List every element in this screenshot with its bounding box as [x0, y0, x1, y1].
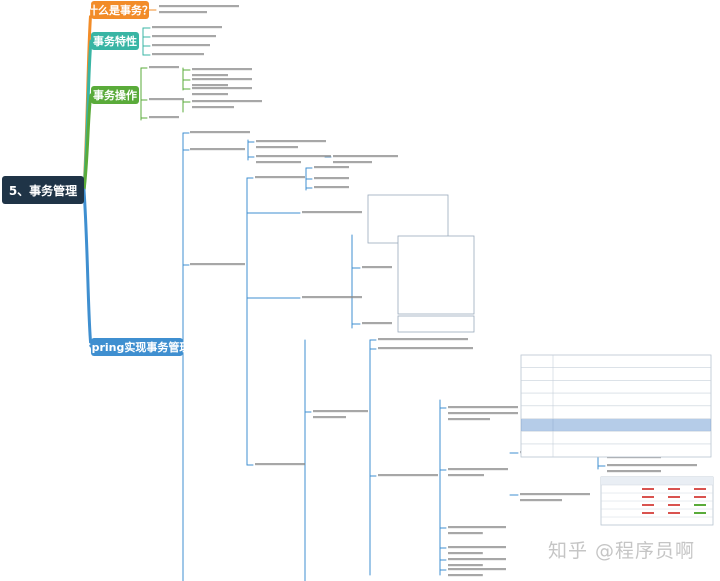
blue-leaf-text: [190, 148, 245, 151]
code-boxes: [367, 194, 475, 333]
central-node-transaction-management[interactable]: 5、事务管理: [2, 176, 84, 204]
blue-sub-text: [256, 155, 331, 158]
blue-sub-text: [314, 177, 349, 180]
blue-sub-text: [448, 526, 506, 529]
blue-sub-text: [378, 347, 473, 350]
orange-leaf-text: [159, 5, 239, 8]
teal-leaf-text: [152, 26, 222, 29]
isolation-table-cell-red: [642, 504, 654, 506]
green-sub-text: [192, 93, 228, 96]
green-leaf-text: [149, 98, 184, 101]
teal-leaf-text: [152, 35, 216, 38]
propagation-table-highlight-row: [521, 419, 711, 431]
isolation-table-cell-red: [642, 488, 654, 490]
blue-sub-text: [520, 499, 562, 502]
blue-sub-text: [314, 166, 349, 169]
isolation-table-cell-red: [668, 504, 680, 506]
teal-leaf-text: [152, 53, 204, 56]
green-leaf-text: [149, 66, 179, 69]
blue-sub-text: [302, 296, 362, 299]
isolation-table-cell-red: [642, 512, 654, 514]
branch-transaction-properties[interactable]: 事务特性: [91, 32, 139, 50]
blue-sub-text: [255, 463, 305, 466]
blue-sub-text: [448, 546, 506, 549]
blue-sub-text: [313, 410, 368, 413]
blue-sub-text: [448, 474, 484, 477]
blue-sub-text: [378, 338, 468, 341]
blue-sub-text: [448, 468, 508, 471]
blue-sub-text: [255, 176, 305, 179]
isolation-table-cell-red: [668, 512, 680, 514]
blue-sub-text: [448, 532, 483, 535]
blue-sub-text: [448, 564, 483, 567]
blue-sub-text: [448, 568, 506, 571]
branch-spring-transaction-management[interactable]: Spring实现事务管理: [84, 338, 190, 356]
blue-sub-text: [448, 574, 483, 577]
green-sub-text: [192, 68, 252, 71]
blue-sub-text: [256, 146, 298, 149]
branch-what-is-transaction[interactable]: 什么是事务？: [87, 1, 153, 19]
green-sub-text: [192, 106, 234, 109]
detail-tables: [520, 354, 714, 526]
isolation-table-header: [601, 477, 713, 485]
green-sub-text: [192, 87, 252, 90]
code-box-annotation-driven: [397, 315, 475, 333]
blue-sub-text: [302, 211, 362, 214]
green-sub-text: [192, 100, 262, 103]
blue-sub-text: [607, 470, 661, 473]
blue-sub-text: [448, 412, 518, 415]
blue-sub-text: [362, 266, 392, 269]
blue-sub-text: [313, 416, 346, 419]
isolation-table-cell-red: [642, 496, 654, 498]
isolation-table-cell-status: [694, 512, 706, 514]
isolation-table-cell-status: [694, 488, 706, 490]
blue-sub-text: [333, 161, 372, 164]
isolation-table-cell-red: [668, 496, 680, 498]
isolation-table-cell-red: [668, 488, 680, 490]
isolation-table-cell-status: [694, 504, 706, 506]
blue-sub-text: [607, 464, 697, 467]
blue-leaf-text: [190, 131, 250, 134]
blue-sub-text: [362, 322, 392, 325]
blue-sub-text: [256, 161, 301, 164]
isolation-table-cell-status: [694, 496, 706, 498]
blue-sub-text: [448, 552, 483, 555]
blue-sub-text: [520, 493, 590, 496]
blue-sub-text: [378, 474, 438, 477]
code-box-tx-manager: [367, 194, 449, 244]
zhihu-watermark: 知乎 @程序员啊: [548, 540, 696, 562]
blue-sub-text: [333, 155, 398, 158]
connector-green: [82, 93, 93, 192]
blue-sub-text: [448, 406, 518, 409]
blue-sub-text: [448, 418, 490, 421]
teal-leaf-text: [152, 44, 210, 47]
blue-sub-text: [448, 558, 506, 561]
code-box-namespace: [397, 235, 475, 315]
green-leaf-text: [149, 116, 179, 119]
branch-connectors: [82, 8, 606, 581]
green-sub-text: [192, 84, 228, 87]
green-sub-text: [192, 74, 228, 77]
blue-sub-text: [314, 186, 349, 189]
blue-sub-text: [256, 140, 326, 143]
connector-blue: [82, 188, 93, 349]
blue-leaf-text: [190, 263, 245, 266]
green-sub-text: [192, 78, 252, 81]
orange-leaf-text: [159, 11, 207, 14]
branch-transaction-operations[interactable]: 事务操作: [91, 86, 139, 104]
